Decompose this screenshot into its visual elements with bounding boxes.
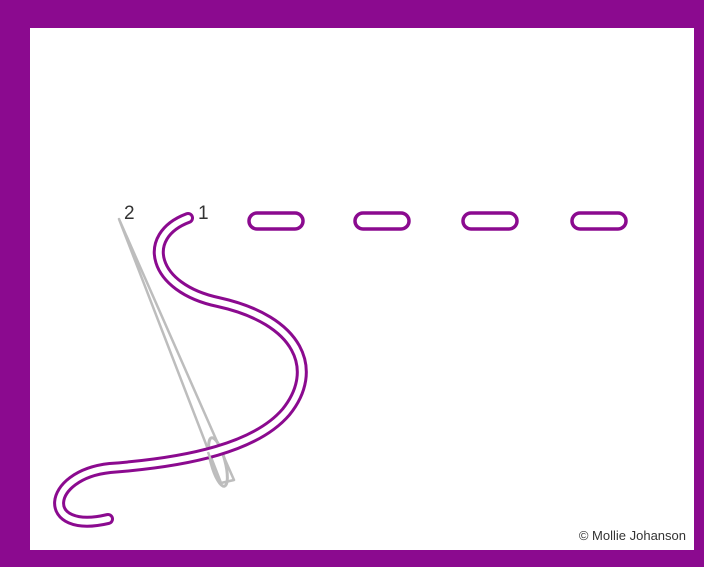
copyright-credit: © Mollie Johanson bbox=[579, 528, 686, 543]
step-label-1: 1 bbox=[198, 204, 209, 223]
step-label-2: 2 bbox=[124, 204, 135, 223]
